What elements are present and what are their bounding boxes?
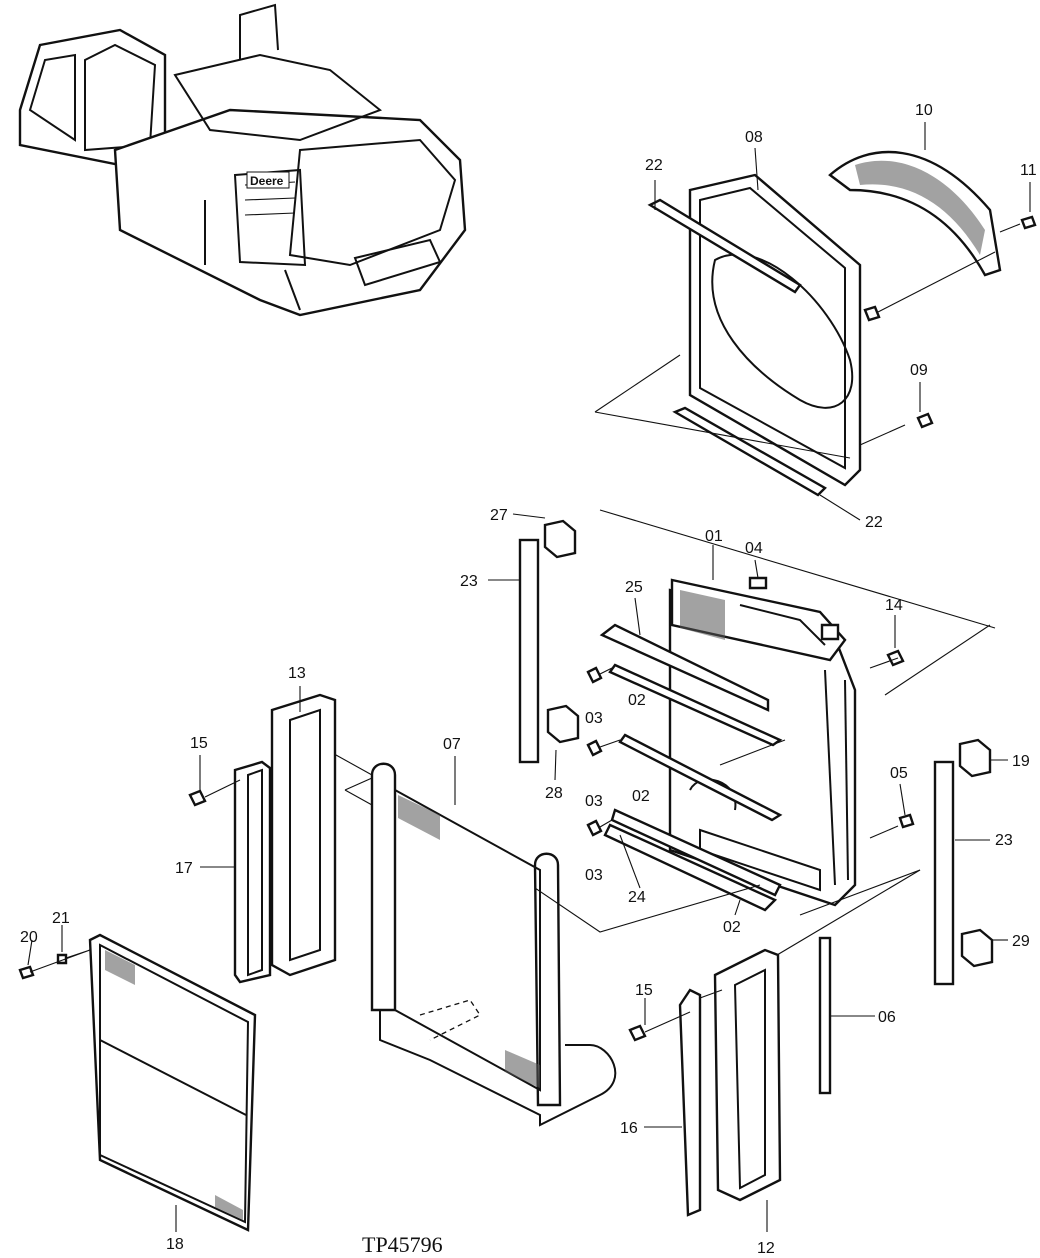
callout-21: 21 bbox=[52, 910, 70, 927]
callout-19: 19 bbox=[1012, 753, 1030, 770]
callout-leaders bbox=[27, 122, 1031, 1232]
figure-code: TP45796 bbox=[362, 1232, 443, 1257]
fan-shroud-assembly bbox=[594, 150, 1037, 497]
callout-20: 20 bbox=[20, 929, 38, 946]
hood-badge: Deere bbox=[250, 174, 284, 188]
side-panels-left bbox=[188, 693, 337, 984]
callout-labels: 22 08 10 11 09 22 27 23 01 04 25 14 02 0… bbox=[20, 102, 1037, 1257]
seals-and-blocks bbox=[518, 519, 994, 1095]
callout-03-a: 03 bbox=[585, 710, 603, 727]
callout-22-top: 22 bbox=[645, 157, 663, 174]
callout-17: 17 bbox=[175, 860, 193, 877]
callout-18: 18 bbox=[166, 1236, 184, 1253]
callout-29: 29 bbox=[1012, 933, 1030, 950]
callout-01: 01 bbox=[705, 528, 723, 545]
callout-04: 04 bbox=[745, 540, 763, 557]
hood-badge-plate bbox=[246, 171, 290, 189]
bolts-03 bbox=[586, 666, 621, 837]
callout-13: 13 bbox=[288, 665, 306, 682]
callout-22-bottom: 22 bbox=[865, 514, 883, 531]
radiator-assembly bbox=[599, 509, 996, 981]
callout-12: 12 bbox=[757, 1240, 775, 1257]
callout-28: 28 bbox=[545, 785, 563, 802]
oil-cooler-assembly bbox=[299, 734, 761, 1127]
frame-right-12-16 bbox=[628, 948, 782, 1217]
callout-02-b: 02 bbox=[632, 788, 650, 805]
callout-03-b: 03 bbox=[585, 793, 603, 810]
callout-09: 09 bbox=[910, 362, 928, 379]
callout-16: 16 bbox=[620, 1120, 638, 1137]
callout-25: 25 bbox=[625, 579, 643, 596]
callout-11: 11 bbox=[1020, 162, 1037, 179]
callout-14: 14 bbox=[885, 597, 903, 614]
callout-06: 06 bbox=[878, 1009, 896, 1026]
callout-24: 24 bbox=[628, 889, 646, 906]
callout-02-c: 02 bbox=[723, 919, 741, 936]
callout-07: 07 bbox=[443, 736, 461, 753]
callout-15-left: 15 bbox=[190, 735, 208, 752]
callout-08: 08 bbox=[745, 129, 763, 146]
excavator-overview: Deere bbox=[18, 3, 467, 317]
callout-27: 27 bbox=[490, 507, 508, 524]
callout-15-right: 15 bbox=[635, 982, 653, 999]
callout-05: 05 bbox=[890, 765, 908, 782]
screen-door-18 bbox=[18, 933, 257, 1232]
callout-10: 10 bbox=[915, 102, 933, 119]
callout-23-right: 23 bbox=[995, 832, 1013, 849]
callout-02-a: 02 bbox=[628, 692, 646, 709]
callout-23-left: 23 bbox=[460, 573, 478, 590]
callout-03-c: 03 bbox=[585, 867, 603, 884]
